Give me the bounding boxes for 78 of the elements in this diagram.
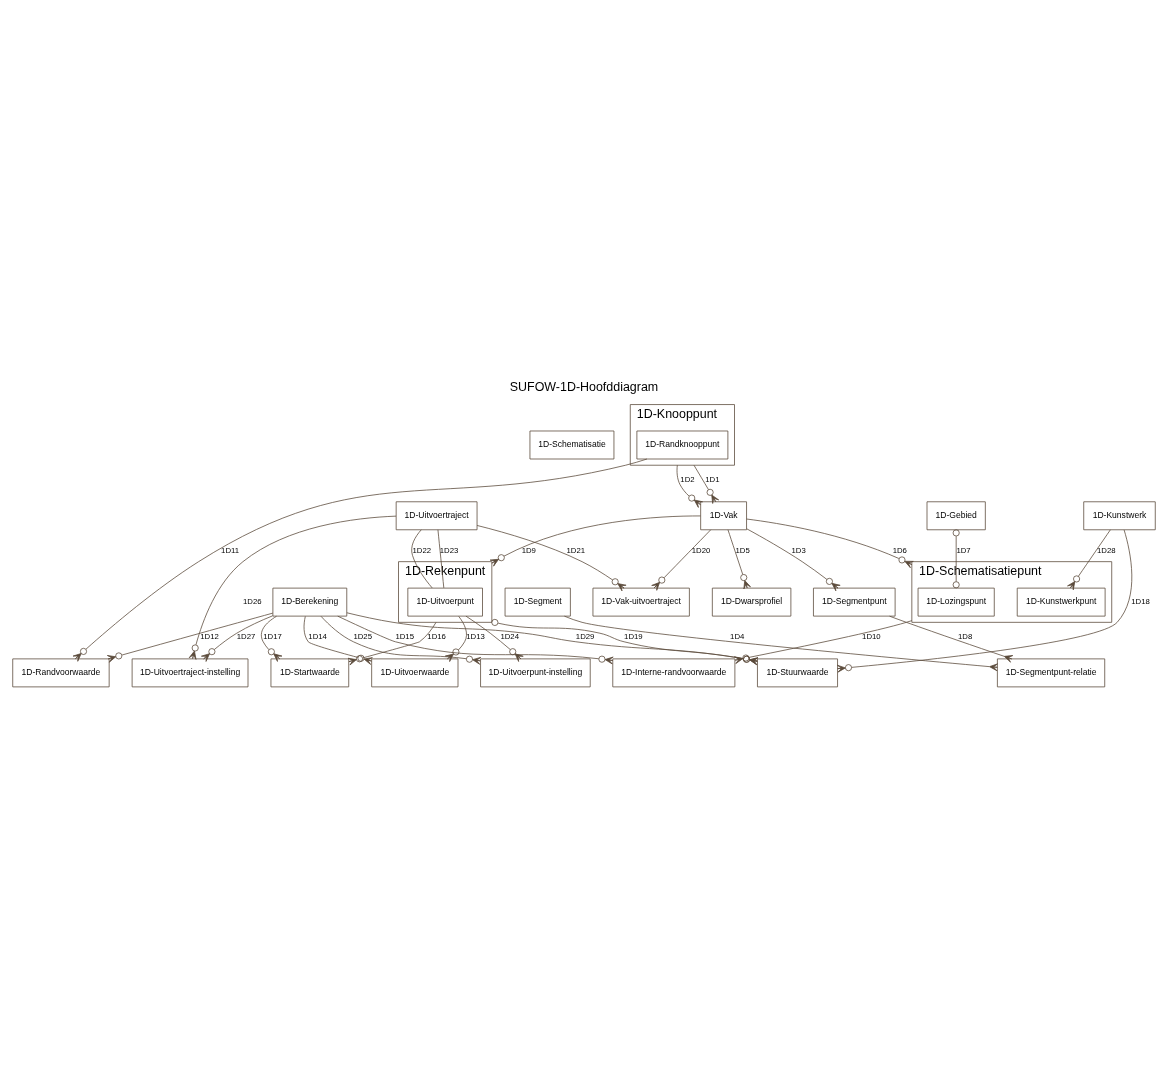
edge-label: 1D5: [735, 546, 750, 556]
connector: [1067, 529, 1111, 591]
connector: [201, 615, 274, 662]
edge-label: 1D8: [957, 632, 973, 642]
node-box: 1D-Kunstwerk: [1083, 501, 1156, 531]
edge-label: 1D27: [236, 632, 256, 642]
node-box: 1D-Uitvoerpunt: [407, 587, 483, 617]
node-box: 1D-Uitvoertraject: [395, 501, 478, 531]
edge-label: 1D24: [500, 632, 520, 642]
node-box: 1D-Vak-uitvoertraject: [592, 587, 690, 617]
edge-label: 1D28: [1096, 546, 1116, 556]
node-box: 1D-Lozingspunt: [917, 587, 995, 617]
edge-label: 1D22: [412, 546, 432, 556]
edge-label: 1D2: [680, 475, 695, 485]
connector: [106, 612, 274, 663]
node-box: 1D-Schematisatie: [529, 430, 615, 460]
connector: [411, 529, 433, 589]
edge-label: 1D20: [691, 546, 711, 556]
edge-label: 1D9: [521, 546, 536, 556]
edge-label: 1D23: [439, 546, 459, 556]
node-box: 1D-Dwarsprofiel: [711, 587, 792, 617]
edge-label: 1D1: [705, 475, 720, 485]
connector: [836, 529, 1133, 673]
node-box: 1D-Segmentpunt: [813, 587, 896, 617]
connector: [651, 529, 712, 591]
node-box: 1D-Segment: [504, 587, 571, 617]
node-box: 1D-Uitvoerwaarde: [371, 658, 459, 688]
connector: [437, 529, 445, 589]
connector: [320, 615, 482, 665]
edge-label: 1D14: [308, 632, 327, 642]
edge-label: 1D19: [624, 632, 643, 642]
edge-label: 1D10: [862, 632, 881, 642]
edge-label: 1D4: [730, 632, 745, 642]
connector: [676, 464, 703, 508]
node-box: 1D-Randknooppunt: [636, 430, 729, 460]
node-box: 1D-Vak: [700, 501, 747, 531]
connector: [260, 615, 283, 662]
edge-label: 1D17: [263, 632, 282, 642]
connector: [476, 525, 627, 592]
node-box: 1D-Berekening: [272, 587, 348, 617]
connector: [72, 458, 648, 662]
connector: [746, 528, 841, 592]
edge-label: 1D13: [466, 632, 485, 642]
edge-label: 1D6: [892, 546, 907, 556]
connector: [337, 615, 614, 665]
connector: [489, 515, 701, 567]
edge-label: 1D11: [221, 546, 240, 556]
node-box: 1D-Interne-randvoorwaarde: [612, 658, 736, 688]
connector: [188, 515, 397, 660]
edge-label: 1D26: [242, 597, 262, 607]
edge-label: 1D16: [427, 632, 446, 642]
connector: [746, 518, 914, 569]
node-box: 1D-Startwaarde: [270, 658, 350, 688]
connector: [444, 616, 467, 662]
edge-label: 1D15: [395, 632, 415, 642]
node-box: 1D-Segmentpunt-relatie: [997, 658, 1106, 688]
node-box: 1D-Uitvoertraject-instelling: [131, 658, 249, 688]
connector: [564, 615, 998, 672]
connector: [952, 529, 960, 589]
connector: [347, 621, 437, 666]
edge-label: 1D25: [353, 632, 373, 642]
connector: [889, 615, 1014, 663]
diagram-title: SUFOW-1D-Hoofddiagram: [509, 380, 659, 395]
connector: [303, 616, 373, 665]
connector: [693, 464, 720, 504]
node-box: 1D-Uitvoerpunt-instelling: [480, 658, 591, 688]
edge-label: 1D3: [791, 546, 806, 556]
connector: [727, 529, 751, 590]
node-box: 1D-Kunstwerkpunt: [1016, 587, 1106, 617]
edge-label: 1D18: [1131, 597, 1150, 607]
edge-label: 1D7: [956, 546, 971, 556]
node-box: 1D-Stuurwaarde: [757, 658, 838, 688]
connector: [465, 615, 524, 662]
node-box: 1D-Gebied: [926, 501, 986, 531]
edge-label: 1D21: [566, 546, 586, 556]
node-box: 1D-Randvoorwaarde: [12, 658, 110, 688]
edge-label: 1D29: [575, 632, 595, 642]
edge-label: 1D12: [200, 632, 219, 642]
